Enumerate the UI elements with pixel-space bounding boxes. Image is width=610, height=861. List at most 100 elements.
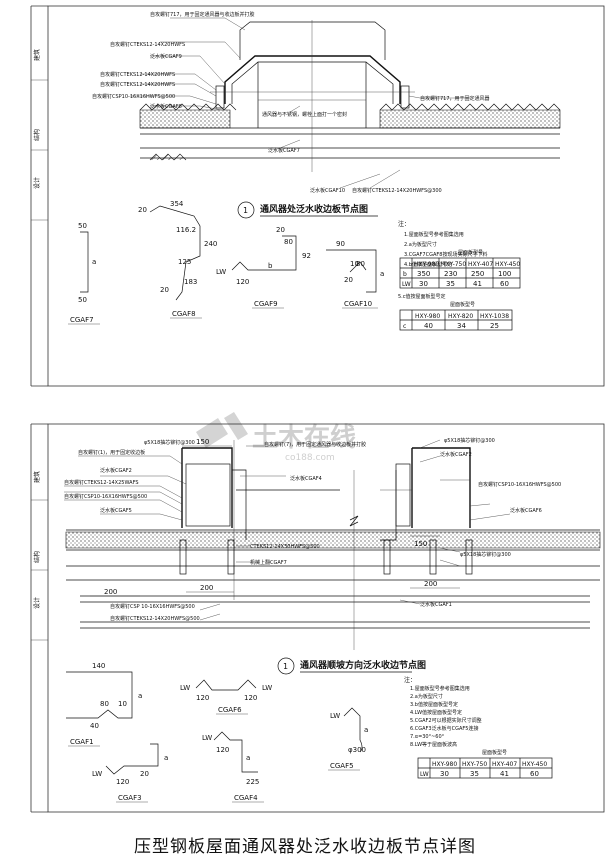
svg-text:230: 230: [444, 270, 457, 278]
bottom-dim-4: 200: [424, 580, 437, 588]
svg-text:34: 34: [457, 322, 466, 330]
top-callout-5: 自攻螺钉CTEKS12-14X20HWFS: [100, 81, 175, 88]
bottom-callout-8: 自攻螺钉CSP10-16X16HWFS@500: [478, 481, 561, 488]
svg-text:50: 50: [78, 222, 87, 230]
svg-text:120: 120: [216, 746, 229, 754]
svg-text:183: 183: [184, 278, 197, 286]
bottom-callout-17: φ5X18抽芯铆钉@300: [444, 437, 495, 444]
profile-cgaf6: LW 120 LW 120 CGAF6: [180, 679, 272, 715]
svg-text:120: 120: [116, 778, 129, 786]
svg-text:80: 80: [356, 260, 365, 268]
top-callout-7: 泛水板CGAF8: [150, 103, 182, 110]
profile-cgaf4: LW 120 a 225 CGAF4: [202, 731, 264, 803]
svg-text:a: a: [380, 270, 384, 278]
bottom-note-4: 4.LW值按屋面板型号定: [410, 709, 462, 716]
svg-text:116.2: 116.2: [176, 226, 196, 234]
svg-text:HXY-750: HXY-750: [441, 261, 466, 268]
bottom-note-0: 注：: [404, 676, 416, 684]
svg-text:HXY-980: HXY-980: [414, 261, 439, 268]
profile-cgaf5: LW a φ300 CGAF5: [328, 707, 368, 771]
profile-cgaf3: a 20 120 LW CGAF3: [92, 743, 168, 803]
svg-text:120: 120: [244, 694, 257, 702]
svg-text:HXY-407: HXY-407: [468, 261, 493, 268]
svg-text:90: 90: [336, 240, 345, 248]
svg-text:LW: LW: [330, 712, 340, 720]
bottom-note-8: 8.LW等于屋面板波高: [410, 741, 457, 748]
profile-cgaf9: 20 80 92 b LW 120 CGAF9: [216, 226, 311, 309]
svg-text:60: 60: [500, 280, 509, 288]
bottom-detail-mark: [277, 657, 295, 675]
cgaf4-label: CGAF4: [234, 794, 258, 802]
svg-text:140: 140: [92, 662, 105, 670]
svg-text:100: 100: [498, 270, 511, 278]
bottom-side-label-3: 设计: [33, 597, 41, 609]
svg-text:a: a: [92, 258, 96, 266]
top-table-2-caption: 屋面板型号: [450, 301, 475, 308]
svg-text:b: b: [268, 262, 273, 270]
top-detail-title: 通风器处泛水收边板节点图: [260, 203, 368, 215]
svg-text:HXY-450: HXY-450: [495, 261, 520, 268]
svg-text:20: 20: [276, 226, 285, 234]
svg-text:LW: LW: [262, 684, 272, 692]
svg-text:20: 20: [140, 770, 149, 778]
svg-text:HXY-980: HXY-980: [432, 761, 457, 768]
profile-cgaf1: 140 a 10 80 40 CGAF1: [66, 662, 142, 747]
bottom-detail-title: 通风器顺坡方向泛水收边节点图: [300, 659, 426, 671]
svg-text:60: 60: [530, 770, 539, 778]
top-sheet-frame: [47, 5, 605, 387]
svg-text:LW: LW: [202, 734, 212, 742]
bottom-callout-5: 自攻螺钉CSP10-16X16HWFS@500: [64, 493, 147, 500]
top-note-0: 注：: [398, 220, 410, 228]
profile-cgaf10: 90 10 80 20 a CGAF10: [326, 240, 384, 309]
cgaf9-label: CGAF9: [254, 300, 278, 308]
top-side-label-1: 建筑: [33, 49, 41, 61]
svg-text:41: 41: [500, 770, 509, 778]
cgaf3-label: CGAF3: [118, 794, 142, 802]
top-table-2: 屋面板型号 HXY-980 HXY-820 HXY-1038 c 40 34 2…: [399, 301, 513, 331]
svg-text:HXY-407: HXY-407: [492, 761, 517, 768]
top-note-4: 4.b值按屋面板型号定: [404, 261, 452, 268]
top-sheet: 建筑 结构 设计: [30, 5, 605, 387]
svg-text:30: 30: [440, 770, 449, 778]
top-detail-mark: [237, 201, 255, 219]
top-callout-10: 泛水板CGAF7: [268, 147, 300, 154]
svg-text:350: 350: [417, 270, 430, 278]
bottom-note-1: 1.屋面板型号参考图集选用: [410, 685, 470, 692]
bottom-side-label-2: 结构: [33, 551, 41, 563]
svg-text:35: 35: [470, 770, 479, 778]
bottom-callout-10: CTEKS12-14X30HWFS@500: [250, 544, 320, 550]
bottom-callout-13: 自攻螺钉CTEKS12-14X20HWFS@500: [110, 615, 200, 622]
top-side-label-3: 设计: [33, 177, 41, 189]
svg-text:HXY-1038: HXY-1038: [480, 313, 509, 320]
svg-text:80: 80: [284, 238, 293, 246]
watermark-cn: 土木在线: [252, 423, 356, 453]
svg-text:240: 240: [204, 240, 217, 248]
top-callout-2: 自攻螺钉CTEKS12-14X20HWFS: [110, 41, 185, 48]
svg-text:80: 80: [100, 700, 109, 708]
svg-text:LW: LW: [216, 268, 226, 276]
svg-text:HXY-980: HXY-980: [415, 313, 440, 320]
bottom-side-label-1: 建筑: [33, 471, 41, 483]
svg-text:120: 120: [236, 278, 249, 286]
bottom-sheet-frame: [47, 423, 605, 813]
svg-text:40: 40: [90, 722, 99, 730]
svg-text:40: 40: [424, 322, 433, 330]
bottom-callout-18: φ5X18抽芯铆钉@300: [460, 551, 511, 558]
svg-text:354: 354: [170, 200, 184, 208]
svg-text:10: 10: [118, 700, 127, 708]
svg-text:HXY-450: HXY-450: [522, 761, 547, 768]
top-callout-3: 泛水板CGAF9: [150, 53, 182, 60]
bottom-roof-section: [64, 439, 601, 650]
top-detail-mark-number: 1: [243, 206, 248, 215]
top-callout-8: 自攻螺钉717，用于固定通风器: [420, 95, 490, 102]
cgaf7-label: CGAF7: [70, 316, 94, 324]
svg-text:50: 50: [78, 296, 87, 304]
bottom-callout-14: 泛水板CGAF1: [420, 601, 452, 608]
svg-text:125: 125: [178, 258, 191, 266]
svg-text:250: 250: [471, 270, 484, 278]
cgaf10-label: CGAF10: [344, 300, 372, 308]
bottom-callout-4: 自攻螺钉CTEKS12-14X25WAFS: [64, 479, 139, 486]
top-note-5: 5.c值按屋面板型号定: [398, 293, 446, 300]
svg-text:LW: LW: [92, 770, 102, 778]
